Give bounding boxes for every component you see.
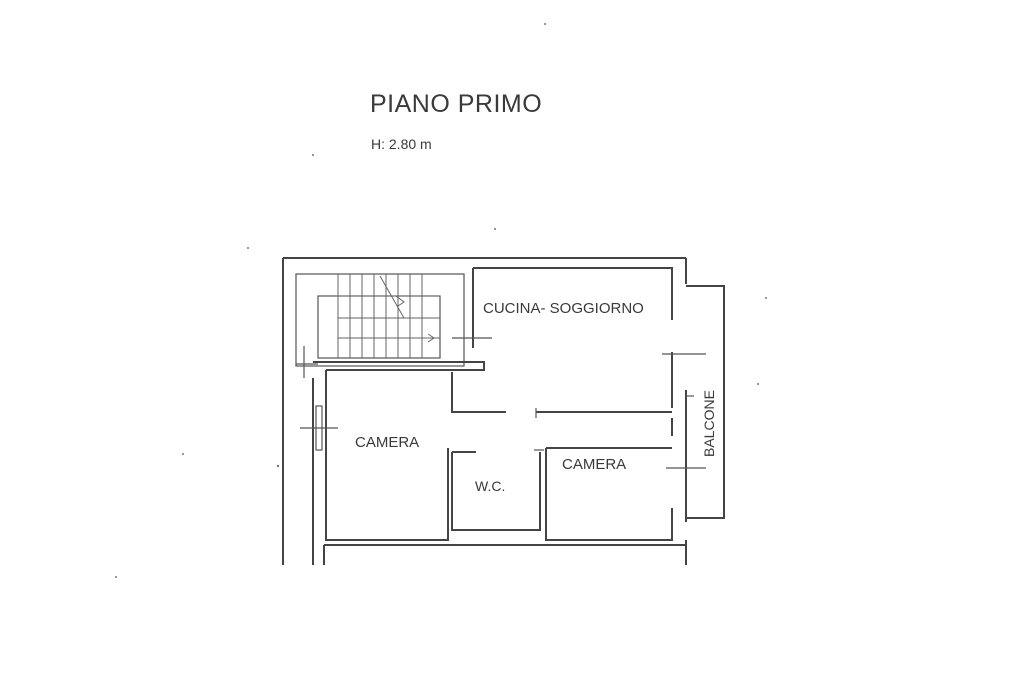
kitchen-living-room — [313, 267, 706, 408]
ceiling-height-label: H: 2.80 m — [371, 136, 432, 152]
scan-specks — [115, 23, 767, 578]
room-label-bedroom-left: CAMERA — [355, 434, 419, 451]
staircase — [295, 273, 465, 367]
room-label-balcony: BALCONE — [701, 390, 717, 457]
outer-walls — [282, 257, 687, 565]
plan-title: PIANO PRIMO — [370, 90, 543, 118]
room-label-kitchen-living: CUCINA- SOGGIORNO — [483, 300, 644, 317]
corridor-partitions — [451, 372, 673, 436]
room-label-bathroom: W.C. — [475, 478, 505, 494]
balcony — [686, 285, 725, 519]
bathroom — [451, 449, 544, 531]
bedroom-right — [545, 447, 706, 541]
room-label-bedroom-right: CAMERA — [562, 456, 626, 473]
bedroom-left — [296, 346, 449, 541]
